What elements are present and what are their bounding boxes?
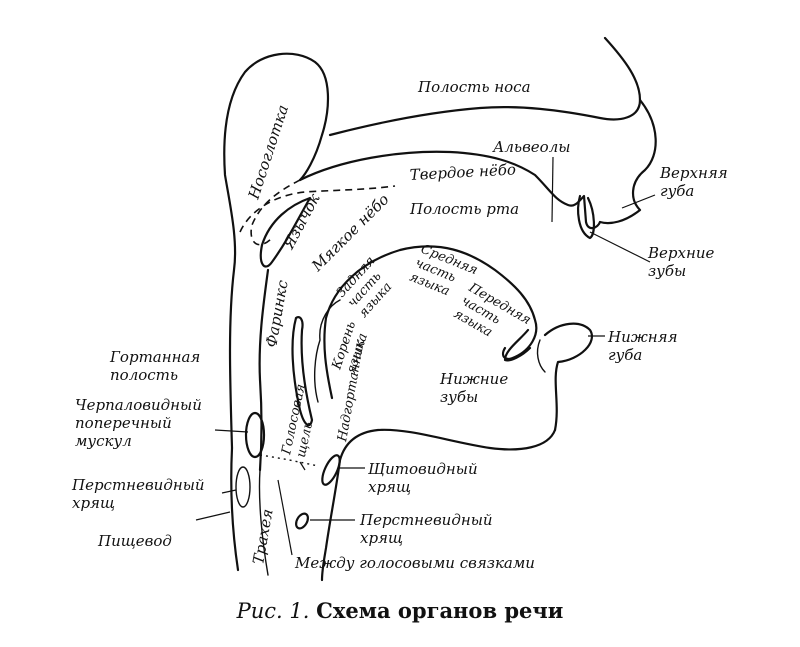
label-oral-cavity: Полость рта	[409, 200, 519, 218]
arytenoid-leader	[214, 429, 249, 433]
upper-lip-leader	[621, 194, 656, 209]
tongue-outline	[323, 245, 538, 400]
cricoid-cartilage-right	[295, 512, 309, 530]
trachea-outline	[258, 469, 269, 576]
throat-front-outline	[320, 458, 342, 582]
label-uvula: Язычок	[279, 191, 323, 253]
tongue-root-contour	[313, 299, 341, 403]
hard-palate-line	[298, 150, 602, 230]
label-trachea: Трахея	[249, 508, 276, 566]
nasopharynx-outline	[223, 52, 329, 450]
upper-teeth-leader	[589, 231, 651, 263]
thyroid-cartilage	[321, 454, 341, 486]
upper-teeth	[577, 194, 595, 240]
alveoli-leader	[551, 156, 554, 223]
label-hard-palate: Твердое нёбо	[409, 160, 516, 184]
soft-palate-outline	[259, 196, 312, 268]
label-between-vocal-cords: Между голосовыми связками	[294, 554, 535, 572]
jaw-outline	[338, 428, 557, 462]
label-alveoli: Альвеолы	[492, 138, 570, 156]
figure-number: Рис. 1.	[236, 599, 310, 623]
cricoid-left-leader	[221, 489, 237, 494]
label-nasal-cavity: Полость носа	[417, 78, 531, 96]
figure-caption: Рис. 1. Схема органов речи	[0, 598, 800, 623]
upper-lip-outline	[598, 98, 657, 225]
nasal-cavity-outline	[328, 36, 642, 137]
lower-lip-outline	[543, 322, 593, 432]
label-nasopharynx: Носоглотка	[244, 103, 292, 203]
label-tongue-back: Задняячастьязыка	[334, 254, 401, 321]
cricoid-cartilage-left	[235, 466, 251, 508]
label-tongue-front: Передняячастьязыка	[450, 280, 533, 354]
esophagus-leader	[195, 511, 231, 521]
arytenoid-cartilage	[244, 411, 266, 459]
velum-boundary-dashed	[250, 179, 301, 246]
esophagus-outline	[230, 446, 240, 572]
label-esophagus: Пищевод	[97, 532, 172, 550]
figure-title: Схема органов речи	[316, 598, 564, 623]
vocal-cords-dotted	[259, 454, 319, 467]
pharynx-back-wall	[258, 268, 270, 472]
lower-teeth	[503, 328, 532, 362]
glottis-leader	[299, 461, 306, 471]
epiglottis-outline	[291, 316, 314, 427]
lower-teeth-inner	[536, 339, 546, 373]
label-pharynx: Фаринкс	[262, 278, 292, 349]
between-cords-leader	[277, 479, 293, 556]
